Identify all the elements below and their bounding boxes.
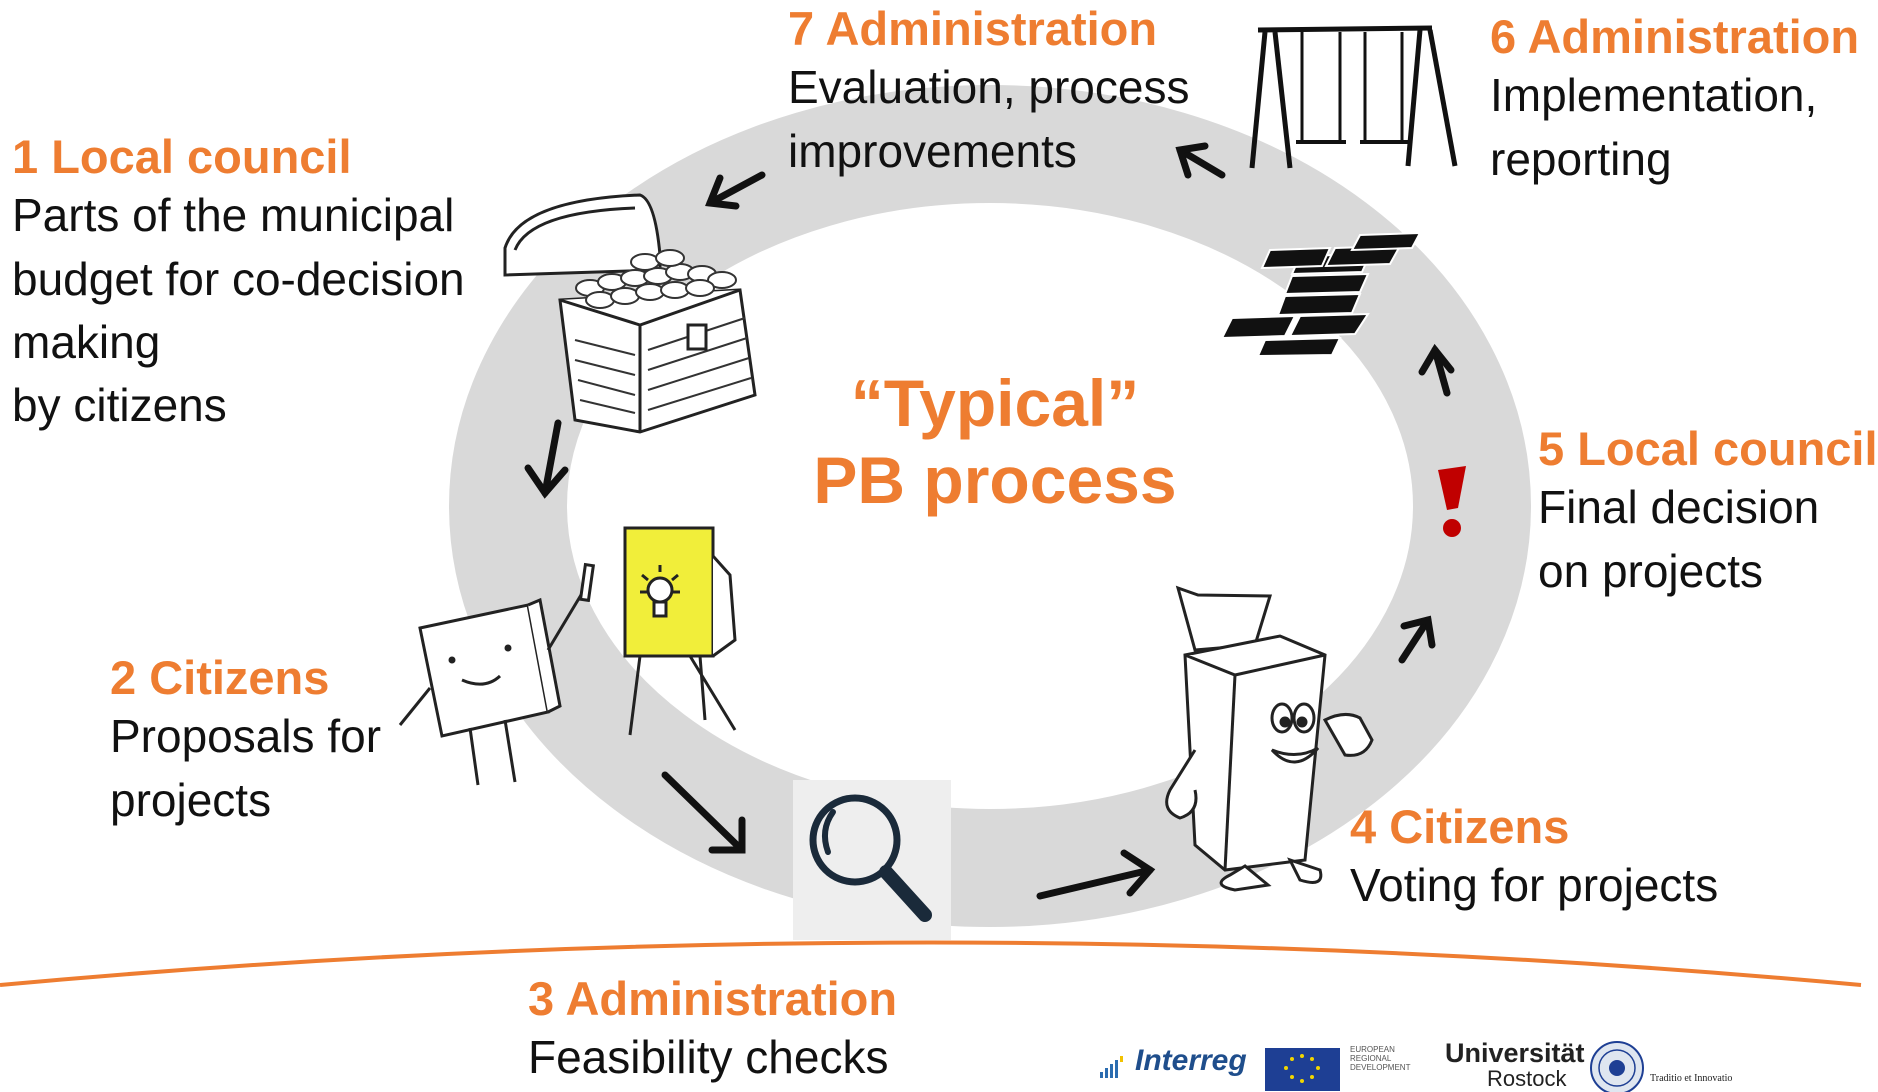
- step-5-line-2: on projects: [1538, 544, 1764, 597]
- step-6-heading: 6 Administration: [1490, 10, 1860, 63]
- eu-flag-icon: [1265, 1048, 1340, 1091]
- step-6: 6 Administration Implementation, reporti…: [1490, 10, 1859, 191]
- exclamation-icon: [1438, 466, 1466, 537]
- hopscotch-icon: [1220, 231, 1422, 358]
- flow-arrows: [524, 142, 1455, 900]
- step-1: 1 Local council Parts of the municipal b…: [12, 130, 465, 438]
- step-1-line-4: by citizens: [12, 379, 227, 432]
- arrow-6-to-7: [1175, 142, 1226, 179]
- arrow-1-to-2: [524, 419, 569, 499]
- step-2-heading: 2 Citizens: [110, 651, 330, 704]
- arrow-3-to-4: [1036, 849, 1156, 900]
- step-2-line-1: Proposals for: [110, 710, 382, 763]
- erdf-line-2: REGIONAL: [1350, 1053, 1392, 1063]
- erdf-line-1: EUROPEAN: [1350, 1045, 1395, 1054]
- step-7: 7 Administration Evaluation, process imp…: [788, 2, 1189, 183]
- step-3: 3 Administration Feasibility checks: [528, 972, 897, 1090]
- arrow-7-to-1: [705, 171, 766, 210]
- footer-curve: [0, 940, 1862, 987]
- magnifier-icon: [793, 780, 951, 940]
- step-4-heading: 4 Citizens: [1350, 800, 1570, 853]
- flipchart-lightbulb-icon: [623, 526, 737, 736]
- whiteboard-character-icon: [398, 562, 596, 786]
- university-name: Universität: [1445, 1038, 1585, 1068]
- swing-set-icon: [1249, 25, 1458, 169]
- step-1-line-3: making: [12, 315, 161, 368]
- arrow-5-to-6: [1418, 343, 1455, 397]
- step-5-heading: 5 Local council: [1538, 422, 1878, 475]
- center-title-line-2: PB process: [813, 443, 1177, 518]
- university-seal-icon: [1590, 1041, 1644, 1092]
- step-7-line-1: Evaluation, process: [788, 61, 1190, 114]
- step-7-heading: 7 Administration: [788, 2, 1158, 55]
- interreg-logo: Interreg: [1135, 1044, 1247, 1077]
- step-5: 5 Local council Final decision on projec…: [1538, 422, 1878, 603]
- step-5-line-1: Final decision: [1538, 481, 1820, 534]
- ballot-box-character-icon: [1165, 585, 1374, 892]
- arrow-4-to-5: [1398, 615, 1436, 664]
- step-3-line-1: Feasibility checks: [528, 1031, 889, 1084]
- arrow-2-to-3: [661, 771, 746, 854]
- university-city: Rostock: [1487, 1066, 1567, 1091]
- step-1-heading: 1 Local council: [12, 130, 352, 183]
- step-2-line-2: projects: [110, 773, 272, 826]
- step-1-line-2: budget for co-decision: [12, 252, 465, 305]
- step-1-line-1: Parts of the municipal: [12, 189, 455, 242]
- footer-logos: Interreg EUROPEAN REGIONAL DEVELOPMENT U…: [1095, 1038, 1861, 1092]
- interreg-logo-mark: [1100, 1056, 1123, 1078]
- step-7-line-2: improvements: [788, 124, 1077, 177]
- step-4-line-1: Voting for projects: [1350, 859, 1719, 912]
- process-ring: [449, 85, 1531, 927]
- step-6-line-2: reporting: [1490, 132, 1672, 185]
- treasure-chest-icon: [503, 193, 757, 434]
- step-4: 4 Citizens Voting for projects: [1350, 800, 1718, 918]
- center-title-line-1: “Typical”: [850, 366, 1140, 440]
- university-motto: Traditio et Innovatio: [1650, 1073, 1733, 1084]
- erdf-label: EUROPEAN REGIONAL DEVELOPMENT: [1350, 1045, 1430, 1072]
- step-2: 2 Citizens Proposals for projects: [110, 651, 381, 832]
- step-3-heading: 3 Administration: [528, 972, 898, 1025]
- step-6-line-1: Implementation,: [1490, 69, 1818, 122]
- center-title: “Typical” PB process: [780, 365, 1210, 519]
- erdf-line-3: DEVELOPMENT: [1350, 1062, 1411, 1072]
